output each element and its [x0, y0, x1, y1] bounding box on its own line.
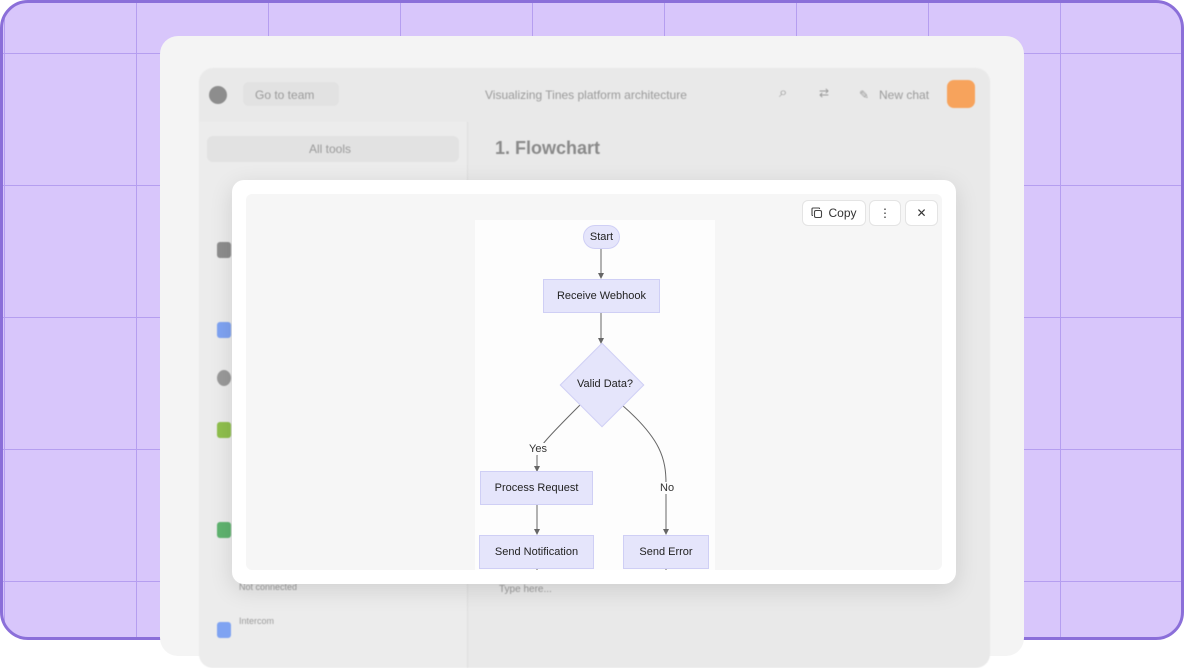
more-options-button[interactable]: ⋮	[869, 200, 901, 226]
user-avatar-button[interactable]	[947, 80, 975, 108]
copy-icon	[811, 207, 823, 219]
more-vertical-icon: ⋮	[879, 206, 891, 220]
edit-icon: ✎	[859, 88, 870, 102]
sheets-icon	[217, 522, 231, 538]
section-title: 1. Flowchart	[495, 138, 601, 158]
chat-title[interactable]: Visualizing Tines platform architecture	[485, 88, 687, 102]
intercom-label[interactable]: Intercom	[239, 616, 275, 626]
edge-label-yes: Yes	[529, 443, 547, 455]
team-selector[interactable]	[243, 82, 339, 106]
edge-label-no: No	[660, 482, 675, 494]
node-send-notification: Send Notification	[479, 535, 594, 569]
share-icon[interactable]: ⇄	[819, 86, 830, 100]
all-tools-button[interactable]	[207, 136, 459, 162]
node-start: Start	[583, 225, 620, 249]
app-icon	[217, 422, 231, 438]
app-logo-icon	[209, 86, 227, 104]
search-icon[interactable]: ⌕	[779, 84, 788, 101]
tool-icon	[217, 242, 231, 258]
all-tools-label: All tools	[309, 142, 352, 156]
edge-decision-process	[534, 404, 581, 472]
node-process-request: Process Request	[480, 471, 593, 505]
node-valid-data-label: Valid Data?	[577, 378, 634, 390]
close-button[interactable]: ✕	[905, 200, 938, 226]
new-chat-button[interactable]: New chat	[879, 88, 930, 102]
copy-label: Copy	[828, 206, 857, 220]
node-send-error: Send Error	[623, 535, 709, 569]
docs-icon	[217, 322, 231, 338]
intercom-icon	[217, 622, 231, 638]
top-bar: Go to team Visualizing Tines platform ar…	[199, 68, 990, 122]
edge-decision-error	[621, 404, 669, 535]
not-connected-label: Not connected	[239, 582, 298, 592]
chat-input[interactable]: Type here...	[499, 584, 552, 595]
close-icon: ✕	[916, 206, 927, 220]
github-icon	[217, 370, 231, 386]
node-receive-webhook: Receive Webhook	[543, 279, 660, 313]
diagram-viewer-modal: Start Receive Webhook Valid Data? Yes No…	[232, 180, 956, 584]
copy-button[interactable]: Copy	[802, 200, 866, 226]
team-selector-label: Go to team	[255, 88, 315, 102]
diagram-canvas: Start Receive Webhook Valid Data? Yes No…	[246, 194, 942, 570]
